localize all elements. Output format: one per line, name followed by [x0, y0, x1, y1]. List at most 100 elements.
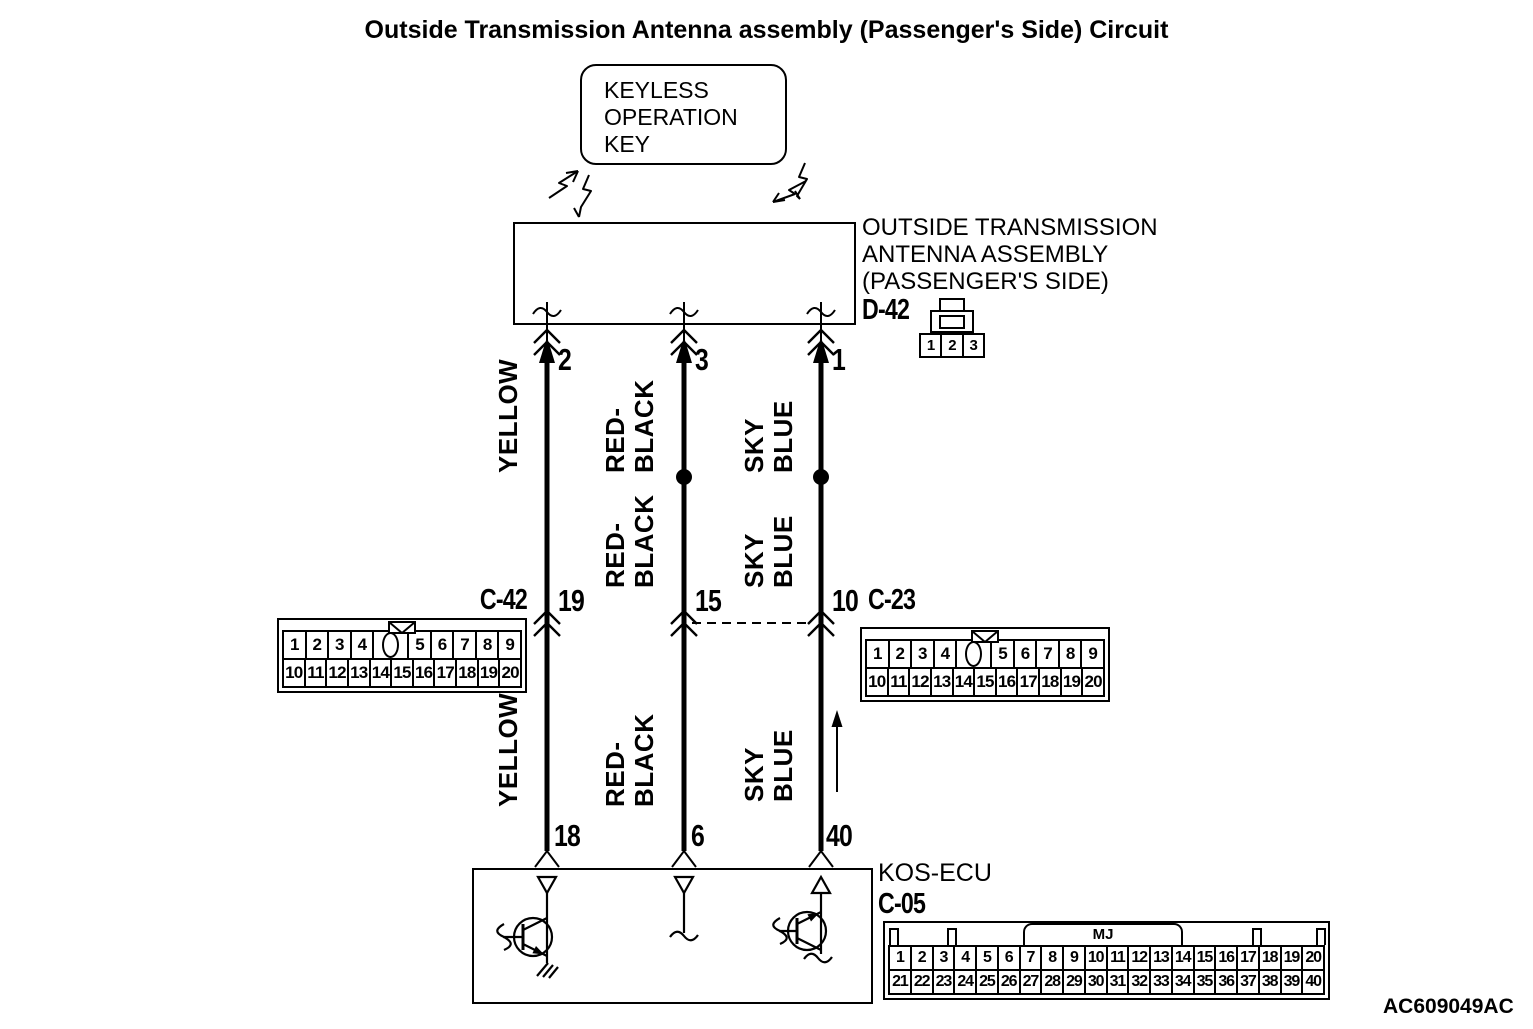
- radio-wave-right-icon: [772, 162, 808, 203]
- connector-pin-cell: 31: [1107, 971, 1128, 993]
- connector-pin-cell: 11: [888, 669, 909, 695]
- pin-label: 6: [691, 818, 705, 853]
- c05-tab: [1252, 928, 1262, 945]
- connector-pin-cell: 16: [413, 660, 434, 686]
- wire-color-label: RED- BLACK: [600, 494, 659, 589]
- keyway-circle-icon: [382, 632, 400, 658]
- connector-pin-cell: 5: [977, 947, 997, 969]
- connector-pin-cell: 1: [921, 335, 941, 356]
- connector-pin-cell: 3: [933, 947, 954, 969]
- connector-pin-cell: 32: [1129, 971, 1149, 993]
- connector-pin-cell: 6: [431, 632, 453, 658]
- connector-chevron-icon: [807, 328, 835, 344]
- keyway-cell: [374, 632, 408, 658]
- connector-pin-cell: 24: [955, 971, 975, 993]
- connector-chevron-icon: [670, 328, 698, 344]
- diagram-title: Outside Transmission Antenna assembly (P…: [364, 16, 1169, 44]
- connector-pin-cell: 9: [1064, 947, 1084, 969]
- connector-pin-cell: 29: [1064, 971, 1084, 993]
- connector-pin-cell: 17: [1018, 669, 1039, 695]
- connector-pin-cell: 13: [931, 669, 952, 695]
- connector-pin-cell: 34: [1172, 971, 1193, 993]
- connector-pin-cell: 2: [911, 947, 932, 969]
- connector-pin-cell: 18: [1259, 947, 1280, 969]
- connector-pin-cell: 15: [1194, 947, 1215, 969]
- wire-color-label: SKY BLUE: [739, 400, 798, 473]
- d42-latch: [939, 298, 965, 310]
- connector-pin-cell: 21: [890, 971, 910, 993]
- connector-id-c05: C-05: [878, 888, 926, 920]
- pin-label: 1: [832, 342, 846, 377]
- connector-pin-cell: 7: [1020, 947, 1041, 969]
- radio-wave-left-icon: [548, 170, 592, 218]
- connector-pin-cell: 10: [284, 660, 304, 686]
- connector-pin-cell: 11: [1107, 947, 1128, 969]
- pin-label: 15: [695, 583, 722, 618]
- wire-color-label: RED- BLACK: [600, 713, 659, 808]
- connector-pin-cell: 25: [977, 971, 997, 993]
- connector-pin-cell: 38: [1259, 971, 1280, 993]
- connector-pin-cell: 2: [942, 335, 962, 356]
- connector-pin-cell: 4: [955, 947, 975, 969]
- connector-pin-cell: 17: [1238, 947, 1258, 969]
- connector-pin-cell: 1: [284, 632, 305, 658]
- connector-pin-cell: 20: [500, 660, 520, 686]
- connector-pin-cell: 9: [1082, 641, 1103, 667]
- splice-dot: [813, 469, 829, 485]
- connector-pin-cell: 7: [1037, 641, 1058, 667]
- wire-arrowhead-icon: [676, 337, 692, 363]
- keyway-cell: [957, 641, 991, 667]
- connector-pin-cell: 16: [1216, 947, 1236, 969]
- connector-pin-cell: 6: [1014, 641, 1036, 667]
- connector-pin-cell: 13: [348, 660, 369, 686]
- connector-pin-cell: 35: [1194, 971, 1215, 993]
- connector-pin-cell: 3: [329, 632, 350, 658]
- connector-chevron-icon: [533, 328, 561, 344]
- connector-pin-cell: 7: [454, 632, 475, 658]
- wire-arrowhead-icon: [539, 337, 555, 363]
- connector-pin-cell: 26: [998, 971, 1019, 993]
- pin-label: 2: [558, 342, 572, 377]
- connector-pin-cell: 8: [1059, 641, 1081, 667]
- wire-color-label: SKY BLUE: [739, 515, 798, 588]
- connector-id-c42: C-42: [479, 584, 528, 616]
- connector-pin-cell: 40: [1303, 971, 1323, 993]
- connector-pin-cell: 13: [1151, 947, 1171, 969]
- connector-chevron-icon: [533, 609, 561, 625]
- connector-pin-cell: 15: [975, 669, 995, 695]
- connector-pin-cell: 15: [392, 660, 412, 686]
- yellow-wire-graphics: [532, 302, 562, 868]
- connector-pin-cell: 11: [305, 660, 326, 686]
- c05-connector-tabs: MJ: [888, 923, 1326, 945]
- pin-label: 18: [554, 818, 581, 853]
- c05-tab: [1316, 928, 1326, 945]
- connector-pin-cell: 19: [478, 660, 499, 686]
- d42-body: [930, 310, 974, 333]
- connector-pin-cell: 3: [912, 641, 933, 667]
- wire-color-label: YELLOW: [493, 692, 523, 807]
- connector-id-c23: C-23: [868, 584, 916, 616]
- signal-direction-arrow: [831, 710, 843, 792]
- antenna-assembly-box: [513, 222, 856, 325]
- c05-tab: [947, 928, 957, 945]
- connector-pin-cell: 1: [890, 947, 910, 969]
- connector-pin-cell: 16: [996, 669, 1017, 695]
- wire-arrowhead-icon: [813, 337, 829, 363]
- pin-label: 40: [826, 818, 853, 853]
- connector-pin-cell: 4: [351, 632, 373, 658]
- connector-pin-cell: 37: [1238, 971, 1258, 993]
- connector-pin-cell: 30: [1085, 971, 1106, 993]
- connector-pin-cell: 12: [327, 660, 347, 686]
- connector-chevron-icon: [807, 609, 835, 625]
- connector-pin-cell: 5: [409, 632, 430, 658]
- connector-chevron-icon: [670, 609, 698, 625]
- connector-pin-cell: 20: [1083, 669, 1103, 695]
- connector-pin-cell: 2: [306, 632, 328, 658]
- connector-pin-cell: 39: [1281, 971, 1302, 993]
- connector-pin-cell: 10: [867, 669, 887, 695]
- connector-pin-cell: 18: [1040, 669, 1060, 695]
- connector-pin-cell: 9: [499, 632, 520, 658]
- connector-pin-cell: 2: [889, 641, 911, 667]
